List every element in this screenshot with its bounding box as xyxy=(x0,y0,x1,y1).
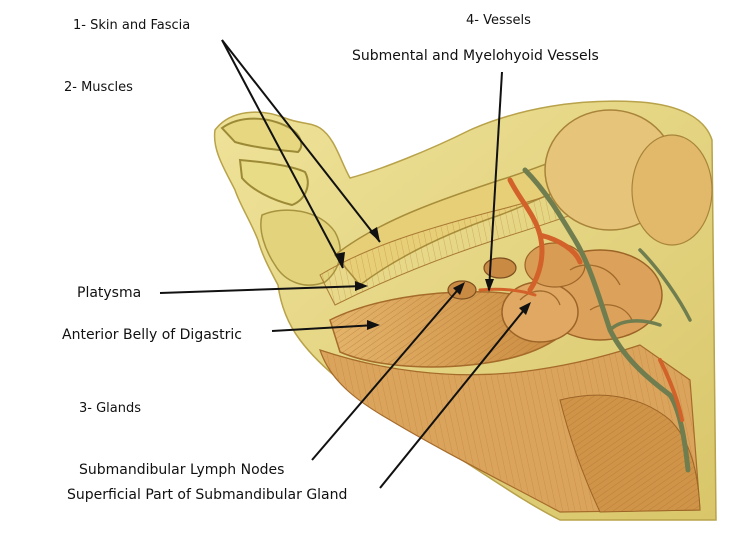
arrowhead-digastric xyxy=(367,320,380,330)
submental-artery xyxy=(478,287,537,297)
arrowhead-submental xyxy=(485,279,494,292)
label-platysma: Platysma xyxy=(77,285,142,301)
neck-muscle-right-fibers xyxy=(560,395,700,512)
leader-lines xyxy=(159,39,529,489)
leader-submental xyxy=(488,71,503,291)
label-skin-fascia: 1- Skin and Fascia xyxy=(73,18,191,33)
vein-branch xyxy=(608,248,692,332)
label-anterior-belly: Anterior Belly of Digastric xyxy=(62,327,242,343)
arrowhead-skin-2 xyxy=(369,227,380,242)
external-carotid-branch xyxy=(658,358,684,422)
leader-platysma xyxy=(159,285,365,294)
label-vessels: 4- Vessels xyxy=(466,13,531,28)
arrowhead-platysma xyxy=(355,281,368,291)
vessels xyxy=(478,167,692,473)
leader-digastric xyxy=(271,324,377,332)
facial-artery xyxy=(507,177,583,293)
arrowhead-gland xyxy=(519,302,531,315)
label-superficial-gland: Superficial Part of Submandibular Gland xyxy=(67,487,348,503)
masseter-region xyxy=(631,134,713,246)
arrowhead-skin-1 xyxy=(335,252,345,268)
label-muscles: 2- Muscles xyxy=(64,80,133,95)
arrowhead-lymph xyxy=(453,282,465,295)
leader-lymph xyxy=(311,284,463,461)
label-glands: 3- Glands xyxy=(79,401,142,416)
leader-gland xyxy=(379,304,529,489)
label-submental-vessels: Submental and Myelohyoid Vessels xyxy=(352,48,599,64)
leader-skin-2 xyxy=(221,39,381,243)
leader-skin-1 xyxy=(221,39,344,269)
label-lymph-nodes: Submandibular Lymph Nodes xyxy=(79,462,285,478)
arrowheads xyxy=(335,227,531,330)
